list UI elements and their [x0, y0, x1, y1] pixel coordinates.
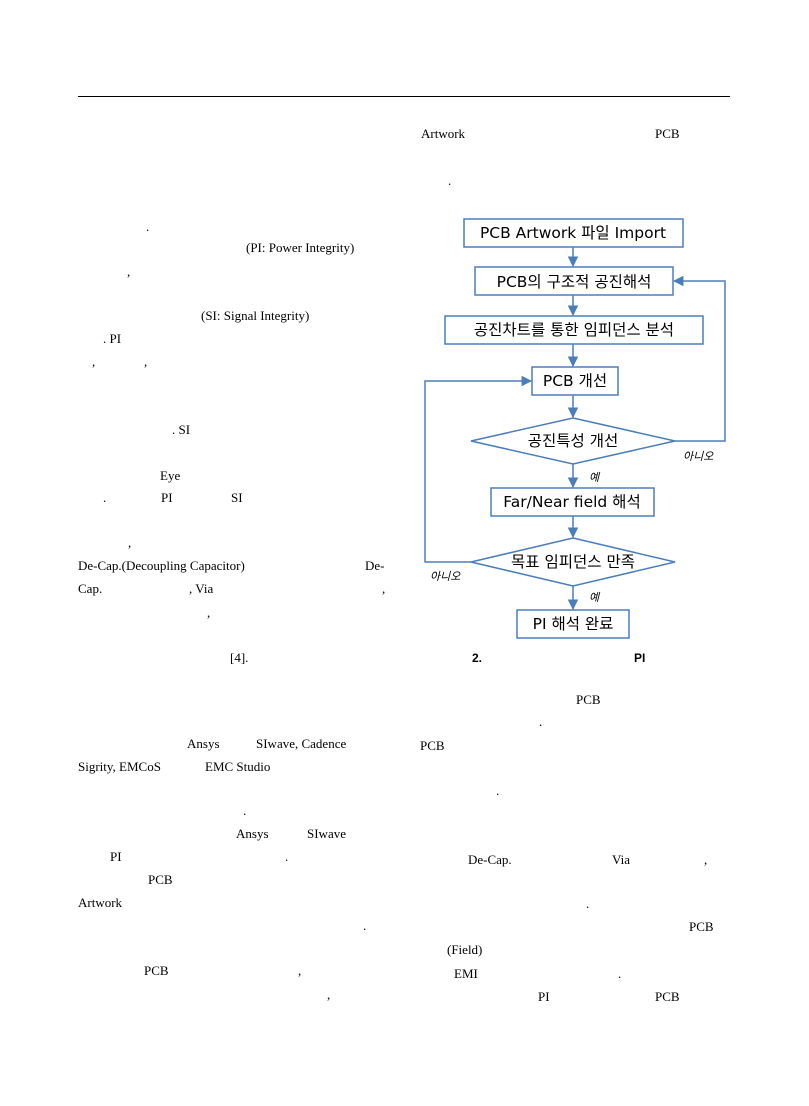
figure-caption-number: 2.: [472, 651, 483, 665]
text-fragment: .: [243, 803, 247, 818]
text-fragment: ,: [92, 354, 96, 369]
text-fragment: PCB: [576, 692, 601, 707]
text-fragment: ,: [144, 354, 148, 369]
flow-box-resonance-label: PCB의 구조적 공진해석: [497, 273, 652, 291]
text-fragment: Eye: [160, 468, 181, 483]
flow-box-field: [490, 487, 655, 517]
text-fragment: PCB: [148, 872, 173, 887]
text-fragment: (Field): [447, 942, 483, 957]
text-fragment: PCB: [689, 919, 714, 934]
text-fragment: . SI: [172, 422, 191, 437]
flow-label-no-2: 아니오: [430, 570, 461, 583]
text-fragment: .: [448, 173, 452, 188]
flow-label-yes-1: 예: [589, 471, 601, 484]
text-fragment: SI: [231, 490, 243, 505]
flow-box-complete-label: PI 해석 완료: [533, 615, 614, 633]
text-fragment: PCB: [655, 989, 680, 1004]
text-fragment: ,: [704, 852, 708, 867]
text-fragment: , Via: [189, 581, 214, 596]
text-fragment: Via: [612, 852, 630, 867]
text-fragment: Ansys: [236, 826, 269, 841]
text-fragment: .: [285, 849, 289, 864]
text-fragment: De-Cap.(Decoupling Capacitor): [78, 558, 245, 573]
text-fragment: SIwave, Cadence: [256, 736, 347, 751]
text-fragment: .: [103, 490, 107, 505]
text-fragment: PI: [538, 989, 550, 1004]
text-fragment: [4].: [230, 650, 249, 665]
text-fragment: Cap.: [78, 581, 103, 596]
text-fragment: (PI: Power Integrity): [246, 240, 355, 255]
text-fragment: De-: [365, 558, 385, 573]
text-fragment: .: [618, 966, 622, 981]
text-fragment: . PI: [103, 331, 122, 346]
flow-box-import-label: PCB Artwork 파일 Import: [480, 224, 666, 242]
flow-box-complete: [516, 609, 630, 639]
flow-label-no-1: 아니오: [683, 450, 714, 463]
flow-box-impedance: [444, 315, 704, 345]
text-fragment: ,: [127, 264, 131, 279]
flow-box-impedance-label: 공진차트를 통한 임피던스 분석: [474, 321, 674, 339]
figure-caption-text: PI: [634, 651, 646, 665]
flow-box-improve-label: PCB 개선: [543, 372, 607, 390]
flow-box-import: [463, 218, 684, 248]
text-fragment: Artwork: [421, 126, 466, 141]
flow-label-yes-2: 예: [589, 591, 601, 604]
flow-box-field-label: Far/Near field 해석: [503, 493, 640, 511]
flow-decision-resonance-label: 공진특성 개선: [528, 432, 619, 450]
text-fragment: ,: [382, 581, 386, 596]
text-fragment: PCB: [420, 738, 445, 753]
text-fragment: ,: [207, 605, 211, 620]
text-fragment: PCB: [655, 126, 680, 141]
text-fragment: PI: [161, 490, 173, 505]
flow-decision-impedance-label: 목표 임피던스 만족: [511, 553, 635, 571]
text-fragment: Artwork: [78, 895, 123, 910]
text-fragment: PCB: [144, 963, 169, 978]
text-fragment: EMC Studio: [205, 759, 271, 774]
text-fragment: .: [146, 219, 150, 234]
text-fragment: De-Cap.: [468, 852, 512, 867]
text-fragment: ,: [327, 987, 331, 1002]
text-fragment: ,: [128, 535, 132, 550]
text-fragment: Sigrity, EMCoS: [78, 759, 161, 774]
text-fragment: ,: [298, 963, 302, 978]
header-rule: [78, 96, 730, 97]
text-fragment: .: [363, 918, 367, 933]
text-fragment: .: [539, 714, 543, 729]
text-fragment: EMI: [454, 966, 478, 981]
text-fragment: .: [496, 783, 500, 798]
text-fragment: PI: [110, 849, 122, 864]
text-fragment: SIwave: [307, 826, 346, 841]
text-fragment: .: [586, 896, 590, 911]
text-fragment: (SI: Signal Integrity): [201, 308, 310, 323]
text-fragment: Ansys: [187, 736, 220, 751]
